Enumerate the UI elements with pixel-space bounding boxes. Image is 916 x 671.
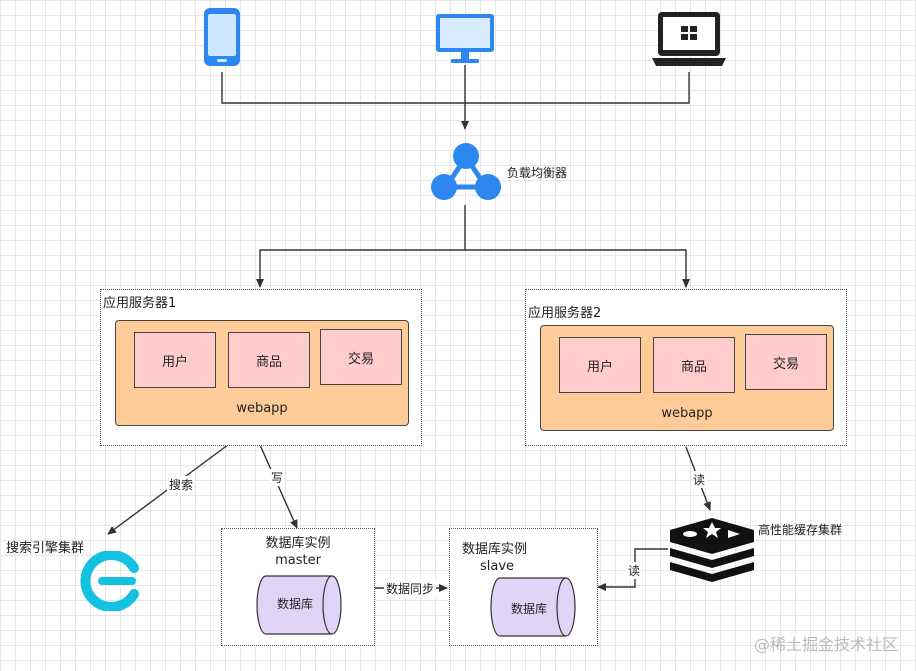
app-server-2: 应用服务器2 用户 商品 交易 webapp <box>525 289 847 446</box>
db-slave-subtitle: slave <box>480 559 515 574</box>
lb-to-server2-arrow <box>465 249 690 288</box>
module-user: 用户 <box>134 332 216 388</box>
device-bus-line <box>221 72 690 104</box>
write-edge-label: 写 <box>269 469 286 486</box>
module-product: 商品 <box>653 337 735 393</box>
db-slave-box: 数据库实例 slave 数据库 <box>449 528 598 646</box>
laptop-icon <box>652 12 726 66</box>
webapp-2-label: webapp <box>661 406 713 421</box>
db-master-box: 数据库实例 master 数据库 <box>221 528 375 646</box>
webapp-1: 用户 商品 交易 webapp <box>115 320 409 426</box>
app-server-2-title: 应用服务器2 <box>528 306 602 321</box>
watermark: @稀土掘金技术社区 <box>753 635 898 654</box>
webapp-2: 用户 商品 交易 webapp <box>540 325 834 431</box>
db-master-title: 数据库实例 <box>265 536 331 551</box>
search-edge-label: 搜索 <box>167 476 196 493</box>
db-slave-cylinder <box>490 577 576 637</box>
lb-to-servers-line <box>256 205 466 288</box>
load-balancer-label: 负载均衡器 <box>507 166 568 180</box>
module-user: 用户 <box>559 337 641 393</box>
desktop-monitor-icon <box>436 14 494 63</box>
db-master-subtitle: master <box>275 553 321 568</box>
smartphone-icon <box>204 8 240 66</box>
sync-edge-label: 数据同步 <box>384 580 437 597</box>
read-db-edge-label: 读 <box>626 562 643 579</box>
redis-cache-icon <box>670 518 754 582</box>
search-engine-label: 搜索引擎集群 <box>6 541 85 556</box>
app-server-1-title: 应用服务器1 <box>103 296 177 311</box>
module-trade: 交易 <box>320 329 402 385</box>
db-slave-cylinder-label: 数据库 <box>510 602 547 616</box>
db-slave-title: 数据库实例 <box>462 542 528 557</box>
db-master-cylinder <box>256 575 342 635</box>
search-engine-icon <box>80 551 139 611</box>
cache-label: 高性能缓存集群 <box>758 523 843 537</box>
app-server-1: 应用服务器1 用户 商品 交易 webapp <box>100 289 422 446</box>
db-master-cylinder-label: 数据库 <box>276 597 313 611</box>
read-cache-edge-label: 读 <box>691 471 708 488</box>
webapp-1-label: webapp <box>236 401 288 416</box>
load-balancer-icon <box>431 143 501 200</box>
module-trade: 交易 <box>745 334 827 390</box>
module-product: 商品 <box>228 332 310 388</box>
